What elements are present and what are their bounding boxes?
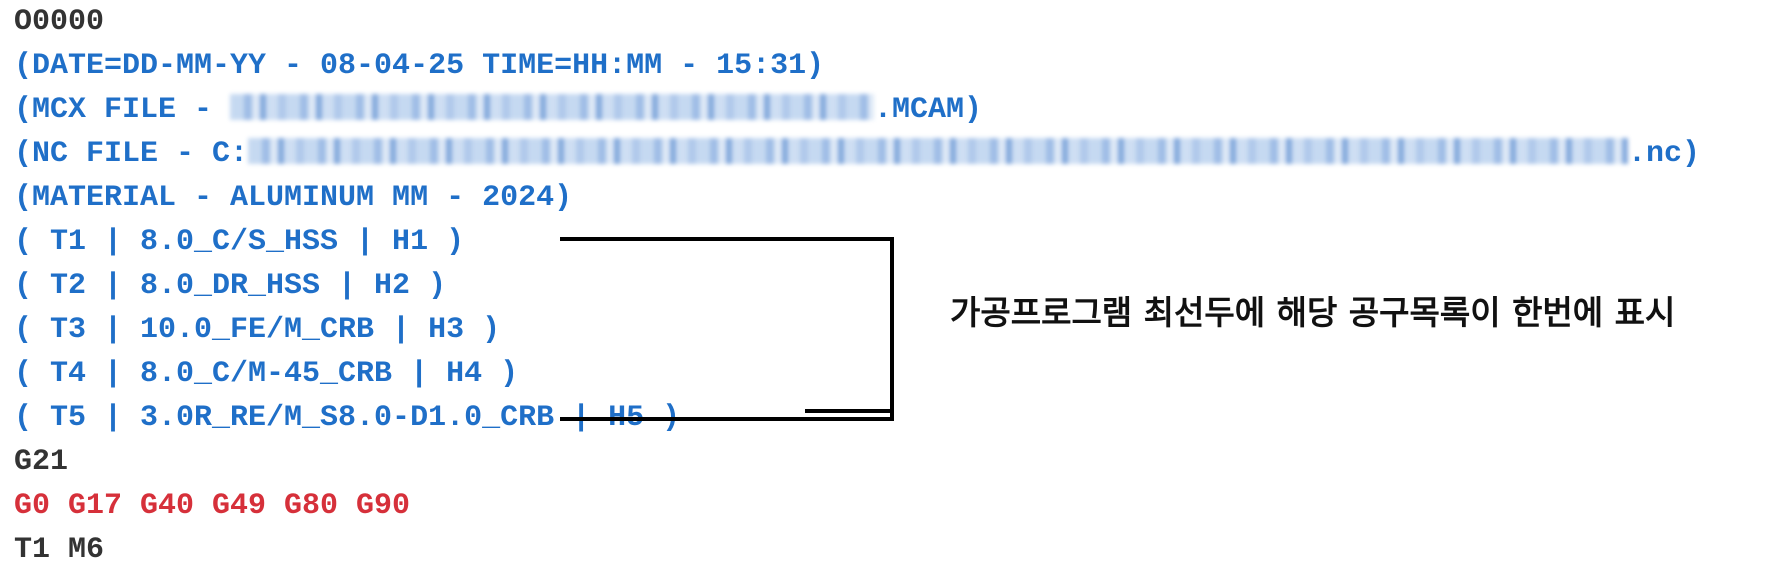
tool-list-line-t4: ( T4 | 8.0_C/M-45_CRB | H4 ): [14, 357, 519, 391]
tool-list-line-t1: ( T1 | 8.0_C/S_HSS | H1 ): [14, 225, 465, 259]
material-comment-line: (MATERIAL - ALUMINUM MM - 2024): [14, 181, 573, 215]
mcx-file-prefix: (MCX FILE -: [14, 93, 231, 127]
nc-file-suffix: .nc): [1628, 137, 1701, 171]
redacted-nc-path: [248, 138, 1629, 165]
tool-list-bracket-bottom-stub: [805, 409, 890, 413]
tool-list-line-t2: ( T2 | 8.0_DR_HSS | H2 ): [14, 269, 447, 303]
mcx-file-comment-line: (MCX FILE - .MCAM): [14, 88, 1700, 132]
tool-list-bracket: [560, 237, 894, 421]
g21-line: G21: [14, 445, 69, 479]
tool-list-line-t3: ( T3 | 10.0_FE/M_CRB | H3 ): [14, 313, 501, 347]
tool-change-line: T1 M6: [14, 533, 105, 567]
date-time-comment-line: (DATE=DD-MM-YY - 08-04-25 TIME=HH:MM - 1…: [14, 49, 825, 83]
nc-file-comment-line: (NC FILE - C: .nc): [14, 132, 1700, 176]
safety-block-line: G0 G17 G40 G49 G80 G90: [14, 489, 411, 523]
mcx-file-suffix: .MCAM): [874, 93, 983, 127]
nc-program-code: O0000 (DATE=DD-MM-YY - 08-04-25 TIME=HH:M…: [14, 0, 1700, 572]
program-number-line: O0000: [14, 5, 105, 39]
nc-file-prefix: (NC FILE - C:: [14, 137, 249, 171]
redacted-mcx-path: [230, 94, 875, 121]
annotation-note: 가공프로그램 최선두에 해당 공구목록이 한번에 표시: [950, 293, 1676, 332]
